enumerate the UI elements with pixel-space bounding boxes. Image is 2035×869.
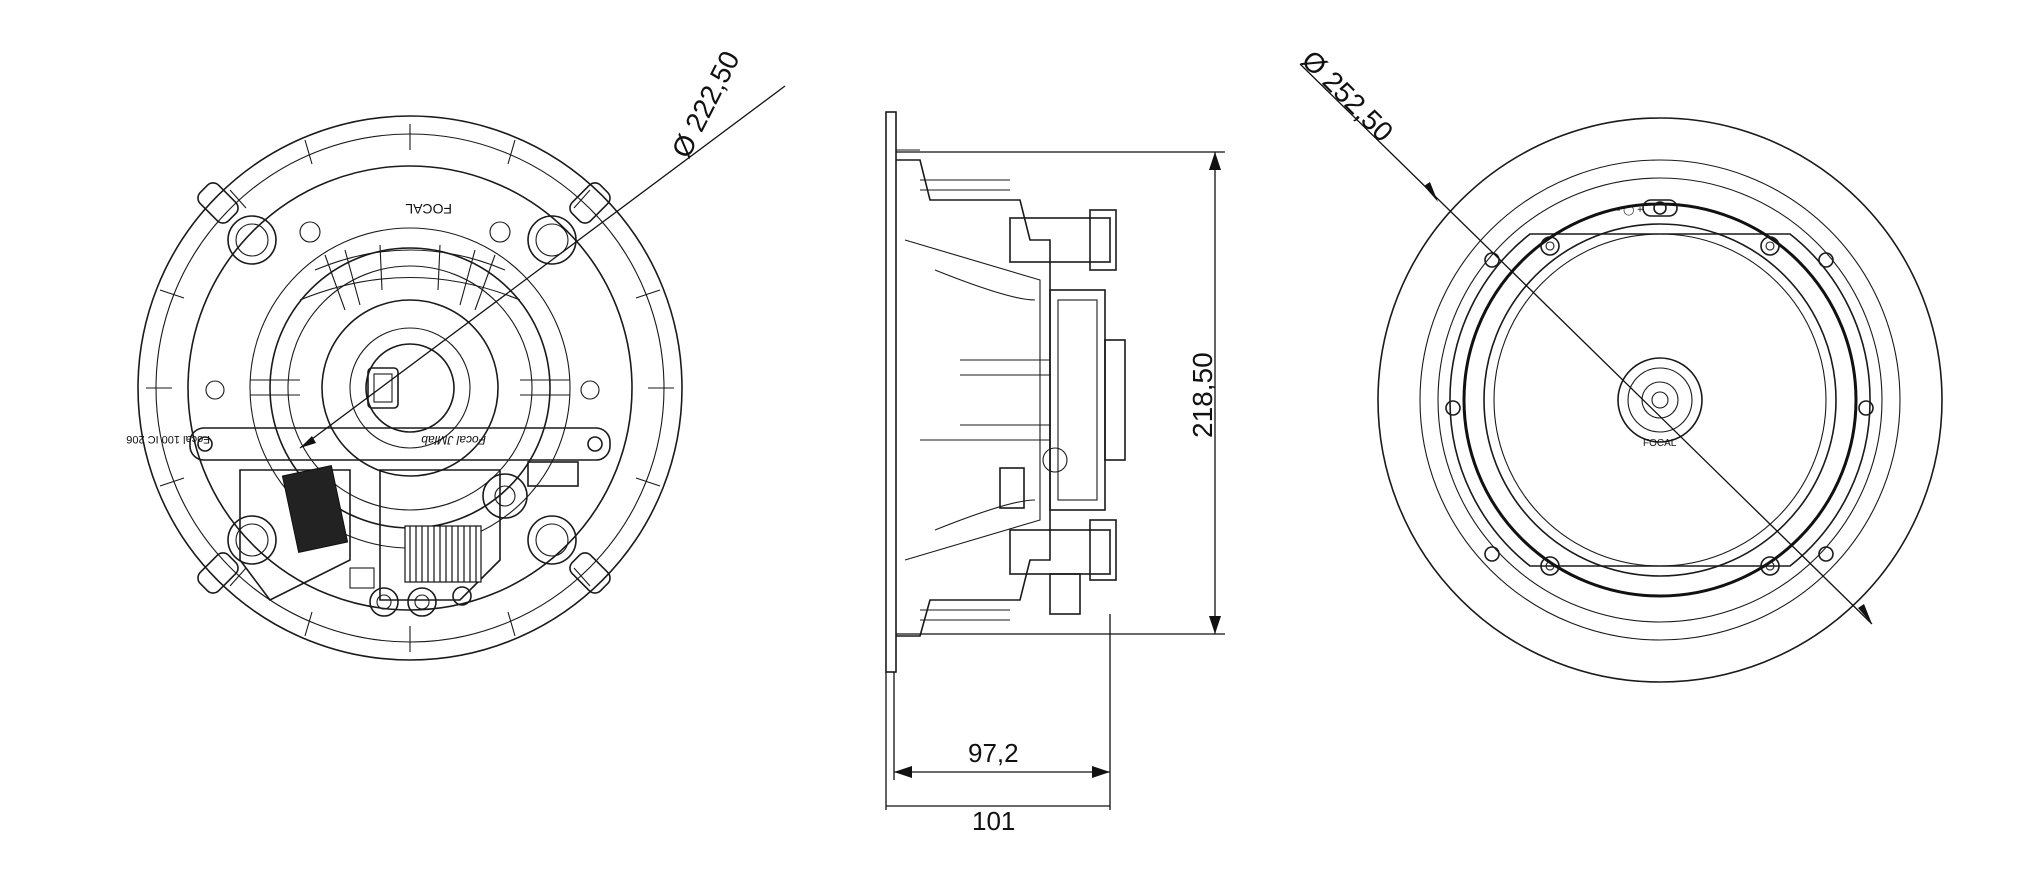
depth-dimensions (885, 614, 1111, 810)
crossover-board (189, 427, 611, 617)
mounting-lugs (197, 182, 611, 594)
front-view: FOCAL - ◯ + Ø 252,50 (1296, 44, 1943, 683)
coil-hatch (404, 525, 482, 583)
back-diameter-dimension (299, 85, 786, 449)
depth-inner-label: 97,2 (968, 738, 1019, 768)
tweeter-level-label: - ◯ + (1617, 205, 1643, 216)
side-view: 218,50 97,2 101 (885, 111, 1225, 836)
back-view: FOCAL Focal 100 IC 206 Focal JMlab Ø 222… (126, 46, 786, 661)
tweeter-brand: FOCAL (1643, 438, 1677, 449)
front-diameter-label: Ø 252,50 (1296, 44, 1399, 147)
height-dimension (896, 151, 1225, 635)
back-model-label: Focal 100 IC 206 (126, 433, 210, 445)
back-brand-logo: FOCAL (405, 201, 452, 217)
depth-total-label: 101 (972, 806, 1015, 836)
front-screws (1445, 236, 1874, 576)
height-label: 218,50 (1187, 352, 1218, 438)
back-brand-script: Focal JMlab (421, 433, 486, 447)
front-diameter-dimension (1299, 63, 1873, 625)
